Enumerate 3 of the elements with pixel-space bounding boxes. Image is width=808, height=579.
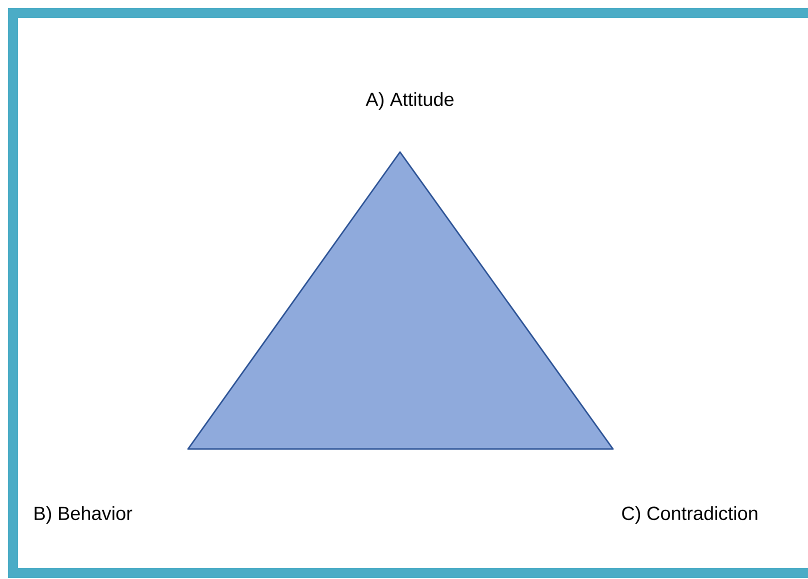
corner-label: B) Behavior	[34, 506, 132, 524]
corner-label: C) Contradiction	[622, 506, 758, 524]
corner-label: A) Attitude	[366, 92, 454, 110]
